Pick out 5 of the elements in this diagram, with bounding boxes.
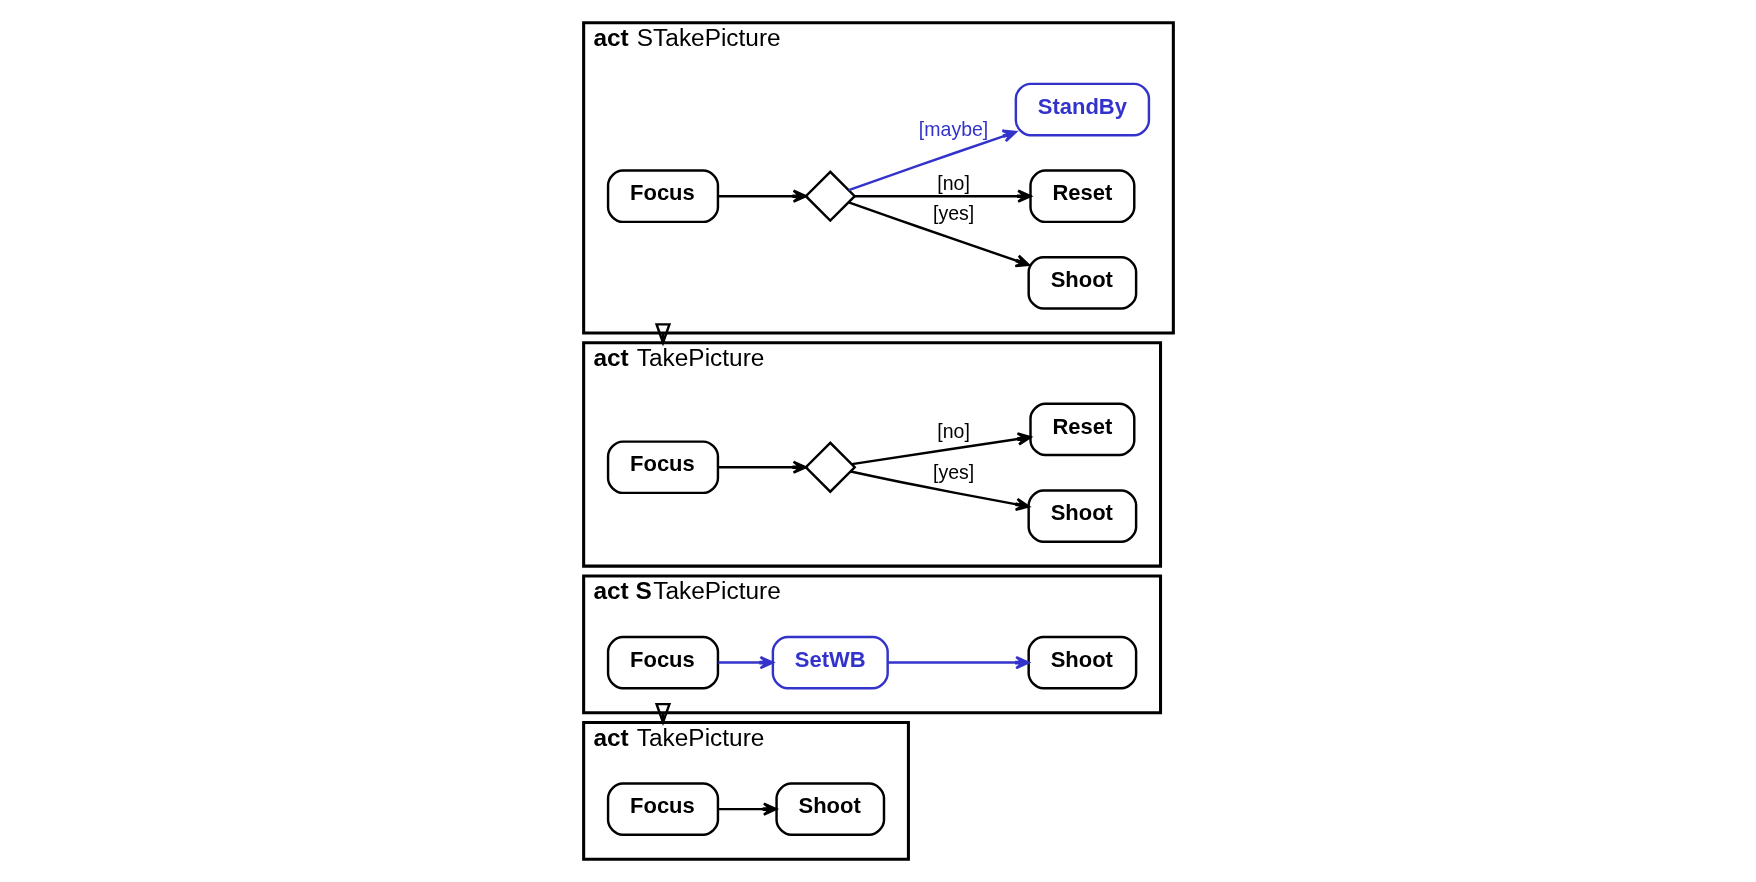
edge-label: [no] <box>936 171 970 194</box>
edge-label: [yes] <box>932 202 974 225</box>
edge-label: [yes] <box>932 461 974 484</box>
edge-label: [no] <box>936 419 970 442</box>
edge-label: [maybe] <box>918 118 988 141</box>
